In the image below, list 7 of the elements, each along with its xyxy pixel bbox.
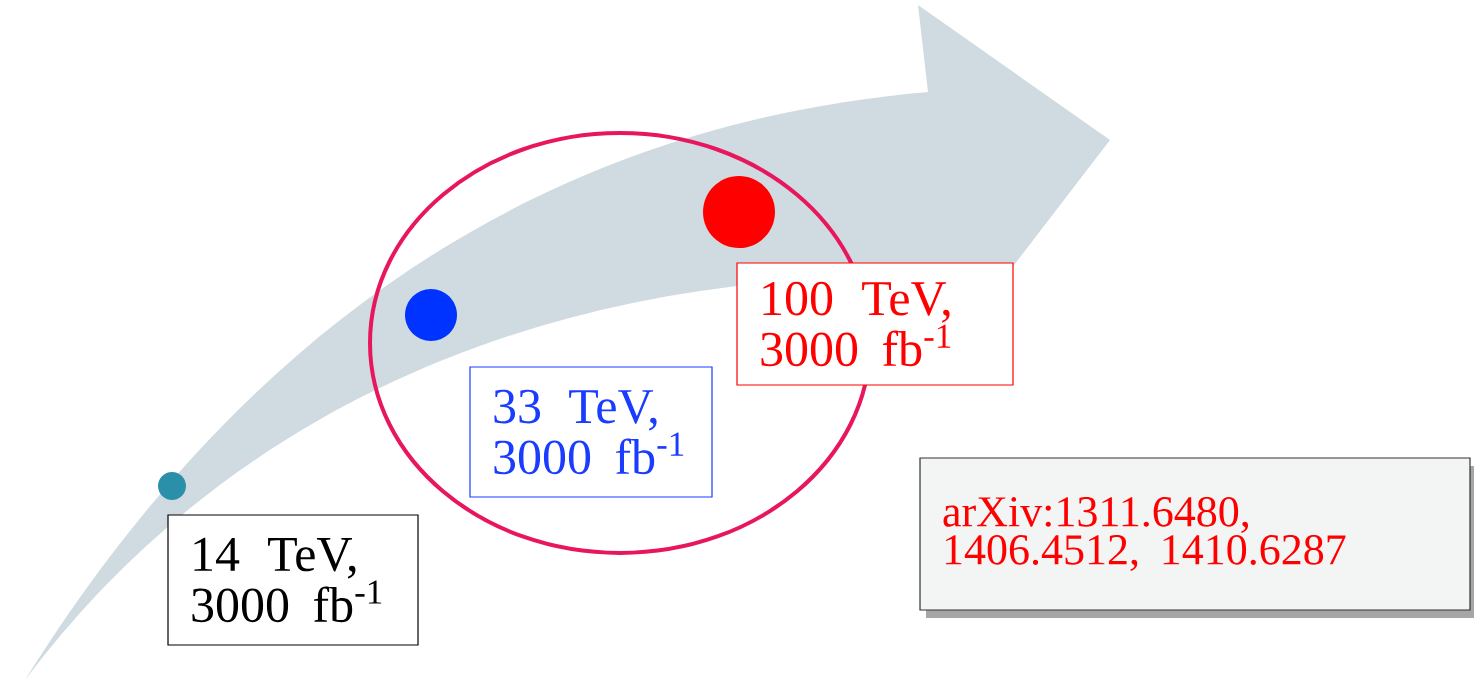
reference-box: arXiv:1311.6480, 1406.4512, 1410.6287 [919,457,1471,611]
dot [405,289,457,341]
label-box: 33 TeV, 3000 fb$^{-1}$ [469,366,713,498]
dot [703,176,775,248]
dot [158,472,186,500]
label-box: 14 TeV, 3000 fb$^{-1}$ [167,514,419,646]
label-box: 100 TeV, 3000 fb$^{-1}$ [736,262,1014,386]
